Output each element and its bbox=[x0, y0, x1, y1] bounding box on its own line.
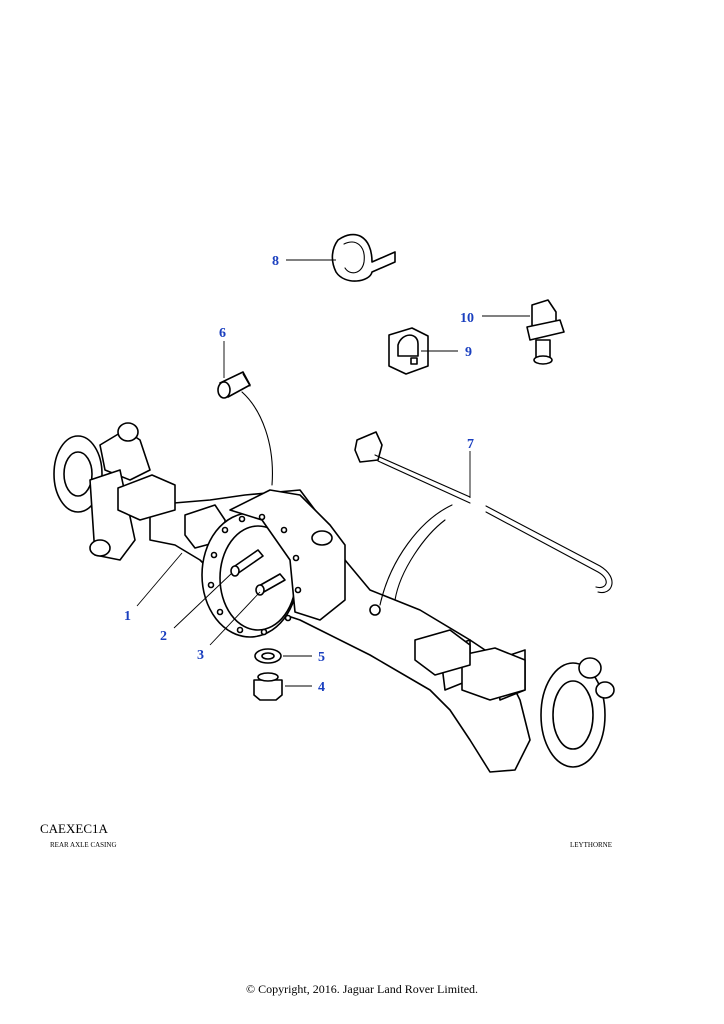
callout-3: 3 bbox=[197, 648, 204, 663]
callout-9: 9 bbox=[465, 345, 472, 360]
diagram-location: LEYTHORNE bbox=[570, 841, 612, 849]
callout-10: 10 bbox=[460, 311, 474, 326]
stud-short bbox=[255, 573, 286, 596]
axle-casing bbox=[53, 422, 615, 773]
copyright-notice: © Copyright, 2016. Jaguar Land Rover Lim… bbox=[245, 982, 479, 996]
stud-long bbox=[230, 549, 264, 577]
diagram-title: REAR AXLE CASING bbox=[50, 841, 117, 849]
callout-6: 6 bbox=[219, 326, 226, 341]
breather-plug bbox=[217, 371, 273, 486]
callout-5: 5 bbox=[318, 650, 325, 665]
pipe-clip bbox=[388, 327, 429, 375]
callout-2: 2 bbox=[160, 629, 167, 644]
drain-plug bbox=[253, 672, 283, 701]
callout-4: 4 bbox=[318, 680, 325, 695]
cable-tie bbox=[331, 233, 396, 282]
callout-8: 8 bbox=[272, 254, 279, 269]
leader-lines bbox=[136, 259, 530, 687]
diagram-code: CAEXEC1A bbox=[40, 821, 108, 836]
callout-7: 7 bbox=[467, 437, 474, 452]
callout-1: 1 bbox=[124, 609, 131, 624]
clip-with-fixing bbox=[526, 299, 565, 365]
sealing-washer bbox=[254, 648, 282, 664]
breather-pipe bbox=[354, 431, 613, 606]
